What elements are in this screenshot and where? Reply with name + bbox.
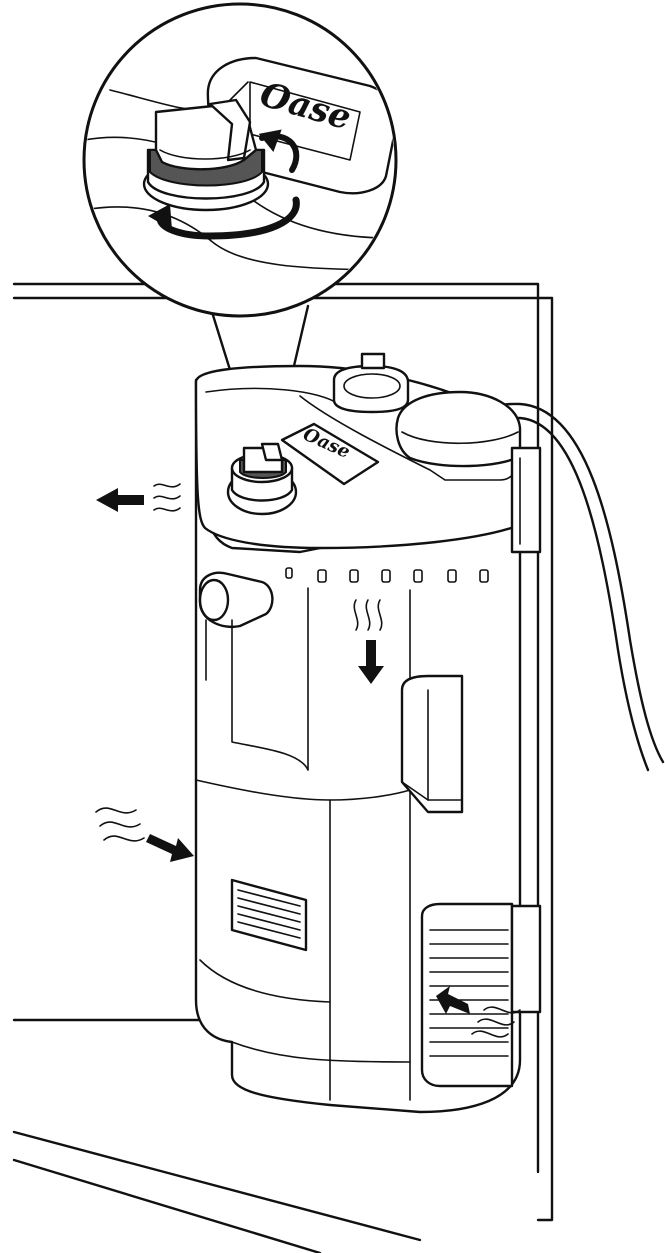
vent-slots	[285, 567, 489, 583]
brand-logo-badge: Oase	[280, 422, 380, 486]
rotating-knob-icon[interactable]	[226, 442, 298, 516]
intake-grille	[420, 902, 514, 1088]
lower-left-grille	[230, 878, 308, 952]
rotation-arrow-icon	[148, 129, 300, 240]
water-flow-arrow-icon	[95, 483, 521, 1038]
magnifier-detail: Oase	[82, 2, 398, 318]
